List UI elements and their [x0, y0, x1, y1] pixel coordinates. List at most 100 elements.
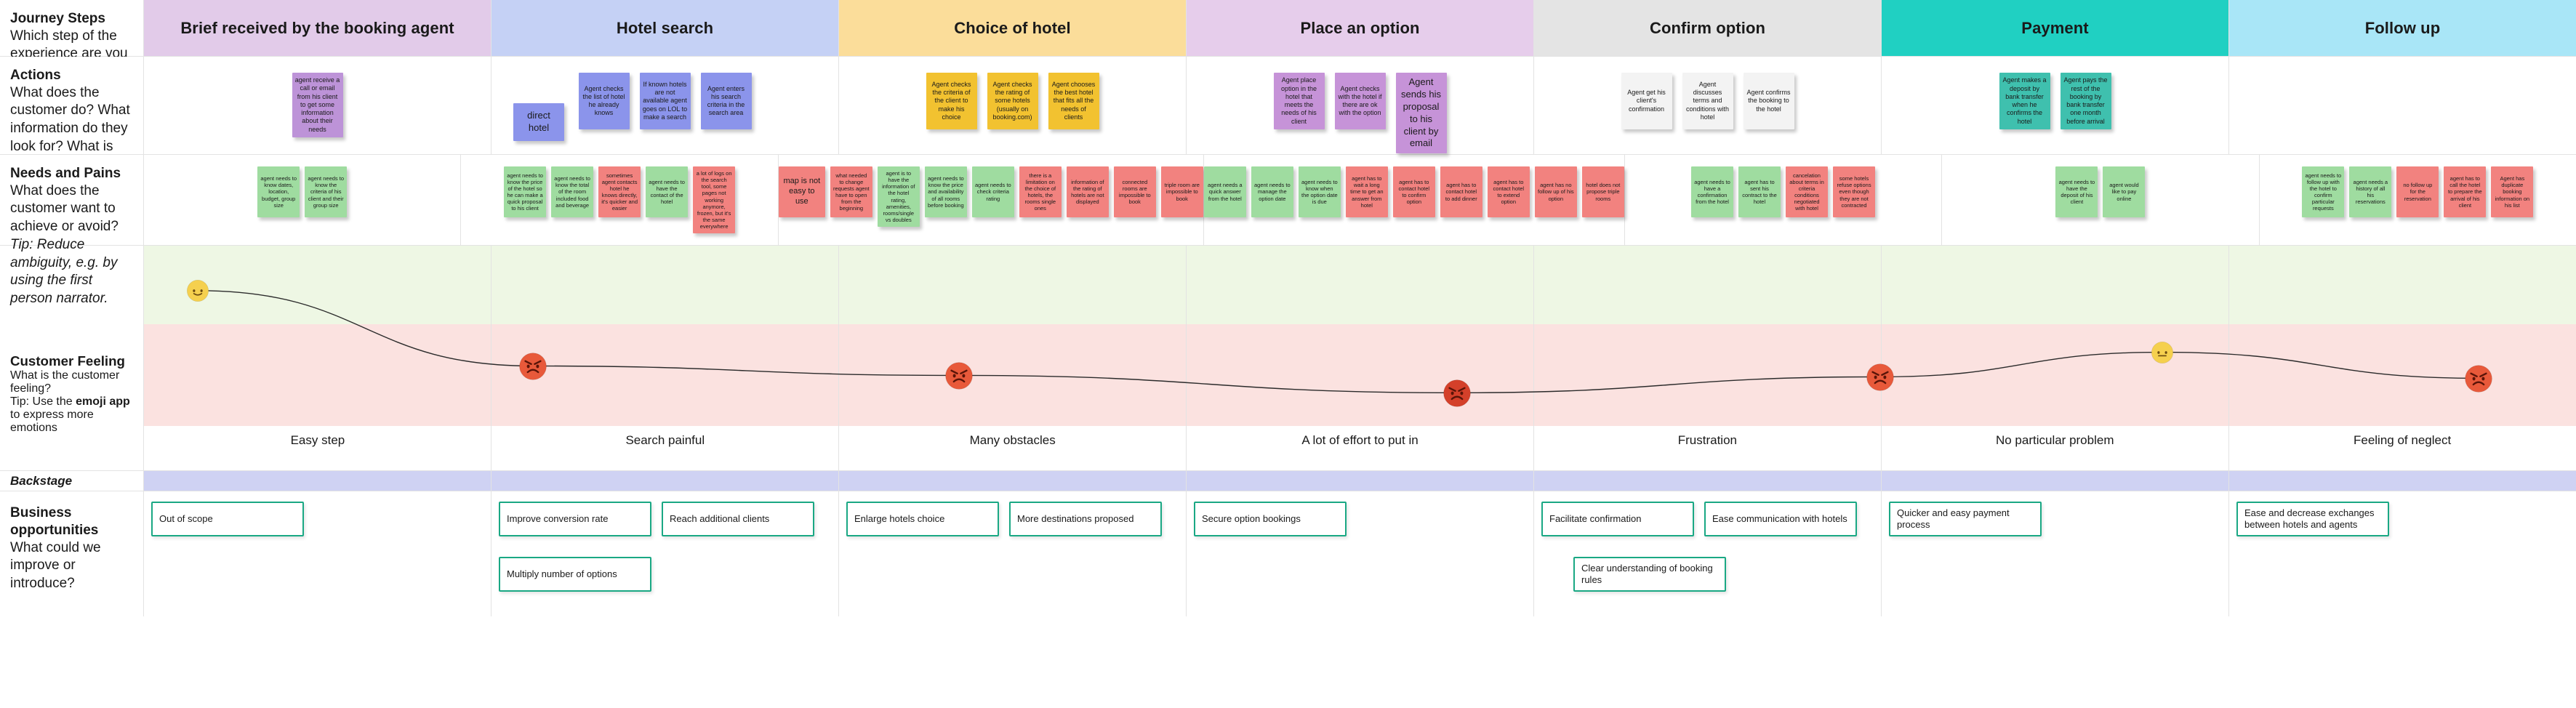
- need-sticky-note[interactable]: agent has to wait a long time to get an …: [1345, 166, 1388, 217]
- need-sticky-note[interactable]: agent needs a quick answer from the hote…: [1203, 166, 1246, 217]
- emotion-caption-1: Search painful: [625, 433, 705, 447]
- business-opportunity-card[interactable]: Secure option bookings: [1194, 502, 1347, 536]
- need-sticky-note[interactable]: agent needs to have the contact of the h…: [646, 166, 689, 217]
- business-opportunity-card[interactable]: Ease communication with hotels: [1704, 502, 1857, 536]
- sticky-note-text: agent has to wait a long time to get an …: [1350, 175, 1384, 209]
- need-sticky-note[interactable]: no follow up for the reservation: [2396, 166, 2439, 217]
- sticky-note-text: agent needs to know the price and availa…: [927, 175, 964, 209]
- journey-step-header-1[interactable]: Hotel search: [491, 0, 839, 56]
- need-sticky-note[interactable]: agent has to contact hotel to confirm op…: [1392, 166, 1435, 217]
- business-opportunity-card[interactable]: Ease and decrease exchanges between hote…: [2236, 502, 2389, 536]
- need-sticky-note[interactable]: agent needs to have a confirmation from …: [1691, 166, 1734, 217]
- backstage-label: Backstage: [0, 471, 144, 491]
- sticky-note-text: agent has no follow up of his option: [1538, 182, 1574, 202]
- emotion-emoji-angry[interactable]: [1866, 363, 1895, 392]
- actions-column-2: Agent checks the criteria of the client …: [839, 57, 1187, 154]
- journey-step-header-0[interactable]: Brief received by the booking agent: [144, 0, 491, 56]
- action-sticky-note[interactable]: agent receive a call or email from his c…: [292, 73, 343, 137]
- need-sticky-note[interactable]: agent has to call the hotel to prepare t…: [2444, 166, 2487, 217]
- need-sticky-note[interactable]: agent has no follow up of his option: [1534, 166, 1577, 217]
- need-sticky-note[interactable]: there is a limitation on the choice of h…: [1019, 166, 1062, 217]
- sticky-note-text: connected rooms are impossible to book: [1118, 178, 1151, 206]
- journey-steps-row: Journey Steps Which step of the experien…: [0, 0, 2576, 79]
- need-sticky-note[interactable]: map is not easy to use: [778, 166, 825, 217]
- emotion-emoji-angry[interactable]: [518, 352, 547, 381]
- business-opportunity-text: Multiply number of options: [507, 568, 617, 580]
- emotion-emoji-angry[interactable]: [2464, 364, 2493, 393]
- need-sticky-note[interactable]: agent has to sent his contract to the ho…: [1738, 166, 1781, 217]
- need-sticky-note[interactable]: agent has to contact hotel to add dinner: [1440, 166, 1482, 217]
- action-sticky-note[interactable]: Agent makes a deposit by bank transfer w…: [1999, 73, 2050, 129]
- sticky-note-text: agent needs to have the contact of the h…: [649, 178, 685, 206]
- business-opportunity-card[interactable]: Enlarge hotels choice: [846, 502, 999, 536]
- sticky-note-text: Agent checks the criteria of the client …: [931, 80, 971, 121]
- need-sticky-note[interactable]: information of the rating of hotels are …: [1066, 166, 1109, 217]
- need-sticky-note[interactable]: agent needs a history of all his reserva…: [2349, 166, 2392, 217]
- action-sticky-note[interactable]: Agent checks with the hotel if there are…: [1334, 73, 1386, 129]
- action-sticky-note[interactable]: Agent checks the rating of some hotels (…: [987, 73, 1038, 129]
- journey-step-header-3[interactable]: Place an option: [1187, 0, 1534, 56]
- need-sticky-note[interactable]: sometimes agent contacts hotel he knows …: [598, 166, 641, 217]
- action-sticky-note[interactable]: Agent pays the rest of the booking by ba…: [2060, 73, 2111, 129]
- need-sticky-note[interactable]: agent needs to know dates, location, bud…: [257, 166, 300, 217]
- column-divider-4: [1534, 246, 1882, 470]
- need-sticky-note[interactable]: agent has to contact hotel to extend opt…: [1487, 166, 1530, 217]
- need-sticky-note[interactable]: agent needs to know when the option date…: [1298, 166, 1341, 217]
- action-sticky-note[interactable]: Agent place option in the hotel that mee…: [1273, 73, 1325, 129]
- business-opportunity-card[interactable]: Reach additional clients: [662, 502, 814, 536]
- action-sticky-note-overlay[interactable]: direct hotel: [513, 103, 564, 141]
- needs-column-6: agent needs to follow up with the hotel …: [2260, 155, 2576, 245]
- emotion-emoji-slight-smile[interactable]: [186, 279, 209, 302]
- action-sticky-note[interactable]: Agent get his client's confirmation: [1621, 73, 1672, 129]
- business-opportunity-card[interactable]: Out of scope: [151, 502, 304, 536]
- need-sticky-note[interactable]: agent is to have the information of the …: [877, 166, 920, 228]
- action-sticky-note[interactable]: Agent chooses the best hotel that fits a…: [1048, 73, 1099, 129]
- action-sticky-note[interactable]: If known hotels are not available agent …: [639, 73, 691, 129]
- need-sticky-note[interactable]: a lot of logs on the search tool, some p…: [693, 166, 736, 234]
- need-sticky-note[interactable]: hotel does not propose triple rooms: [1581, 166, 1624, 217]
- need-sticky-note[interactable]: agent needs to have the deposit of his c…: [2055, 166, 2098, 217]
- need-sticky-note[interactable]: agent needs to know the price of the hot…: [504, 166, 547, 217]
- need-sticky-note[interactable]: Agent has duplicate booking information …: [2491, 166, 2534, 217]
- actions-column-0: agent receive a call or email from his c…: [144, 57, 491, 154]
- need-sticky-note[interactable]: agent needs to know the criteria of his …: [305, 166, 348, 217]
- backstage-column-3: [1187, 471, 1534, 491]
- emotion-emoji-neutral[interactable]: [2151, 341, 2174, 364]
- business-opportunity-card[interactable]: Improve conversion rate: [499, 502, 651, 536]
- journey-step-header-6[interactable]: Follow up: [2229, 0, 2576, 56]
- need-sticky-note[interactable]: connected rooms are impossible to book: [1113, 166, 1156, 217]
- need-sticky-note[interactable]: agent needs to manage the option date: [1251, 166, 1293, 217]
- action-sticky-note[interactable]: Agent checks the list of hotel he alread…: [578, 73, 630, 129]
- business-columns: Out of scope Improve conversion rate Reach…: [144, 491, 2576, 616]
- journey-step-header-5[interactable]: Payment: [1882, 0, 2229, 56]
- need-sticky-note[interactable]: agent needs to know the total of the roo…: [551, 166, 594, 217]
- journey-steps-label: Journey Steps Which step of the experien…: [0, 0, 144, 79]
- action-sticky-note[interactable]: Agent checks the criteria of the client …: [926, 73, 977, 129]
- emotion-emoji-angry-rage[interactable]: [1443, 379, 1472, 408]
- sticky-note-text: Agent place option in the hotel that mee…: [1280, 76, 1317, 125]
- action-sticky-note[interactable]: Agent discusses terms and conditions wit…: [1682, 73, 1733, 129]
- action-sticky-note[interactable]: Agent sends his proposal to his client b…: [1395, 73, 1447, 154]
- need-sticky-note[interactable]: agent needs to follow up with the hotel …: [2302, 166, 2345, 217]
- action-sticky-note[interactable]: Agent enters his search criteria in the …: [700, 73, 752, 129]
- journey-step-header-4[interactable]: Confirm option: [1534, 0, 1882, 56]
- business-opportunity-card[interactable]: Multiply number of options: [499, 557, 651, 592]
- need-sticky-note[interactable]: some hotels refuse options even though t…: [1833, 166, 1876, 217]
- journey-step-header-2[interactable]: Choice of hotel: [839, 0, 1187, 56]
- business-opportunity-card[interactable]: Quicker and easy payment process: [1889, 502, 2042, 536]
- business-opportunity-card[interactable]: Clear understanding of booking rules: [1573, 557, 1726, 592]
- sticky-note-text: Agent sends his proposal to his client b…: [1401, 76, 1441, 149]
- need-sticky-note[interactable]: agent would like to pay online: [2103, 166, 2146, 217]
- business-opportunity-card[interactable]: More destinations proposed: [1009, 502, 1162, 536]
- emotion-emoji-angry[interactable]: [944, 361, 974, 390]
- need-sticky-note[interactable]: agent needs to know the price and availa…: [924, 166, 967, 217]
- need-sticky-note[interactable]: cancelation about terms in criteria cond…: [1786, 166, 1829, 217]
- need-sticky-note[interactable]: agent needs to check criteria rating: [971, 166, 1014, 217]
- action-sticky-note[interactable]: Agent confirms the booking to the hotel: [1743, 73, 1794, 129]
- sticky-note-text: Agent confirms the booking to the hotel: [1746, 89, 1791, 113]
- need-sticky-note[interactable]: triple room are impossible to book: [1160, 166, 1203, 217]
- need-sticky-note[interactable]: what needed to change requests agent hav…: [830, 166, 872, 217]
- needs-and-pains-row: Needs and Pains What does the customer w…: [0, 155, 2576, 306]
- business-opportunity-card[interactable]: Facilitate confirmation: [1541, 502, 1694, 536]
